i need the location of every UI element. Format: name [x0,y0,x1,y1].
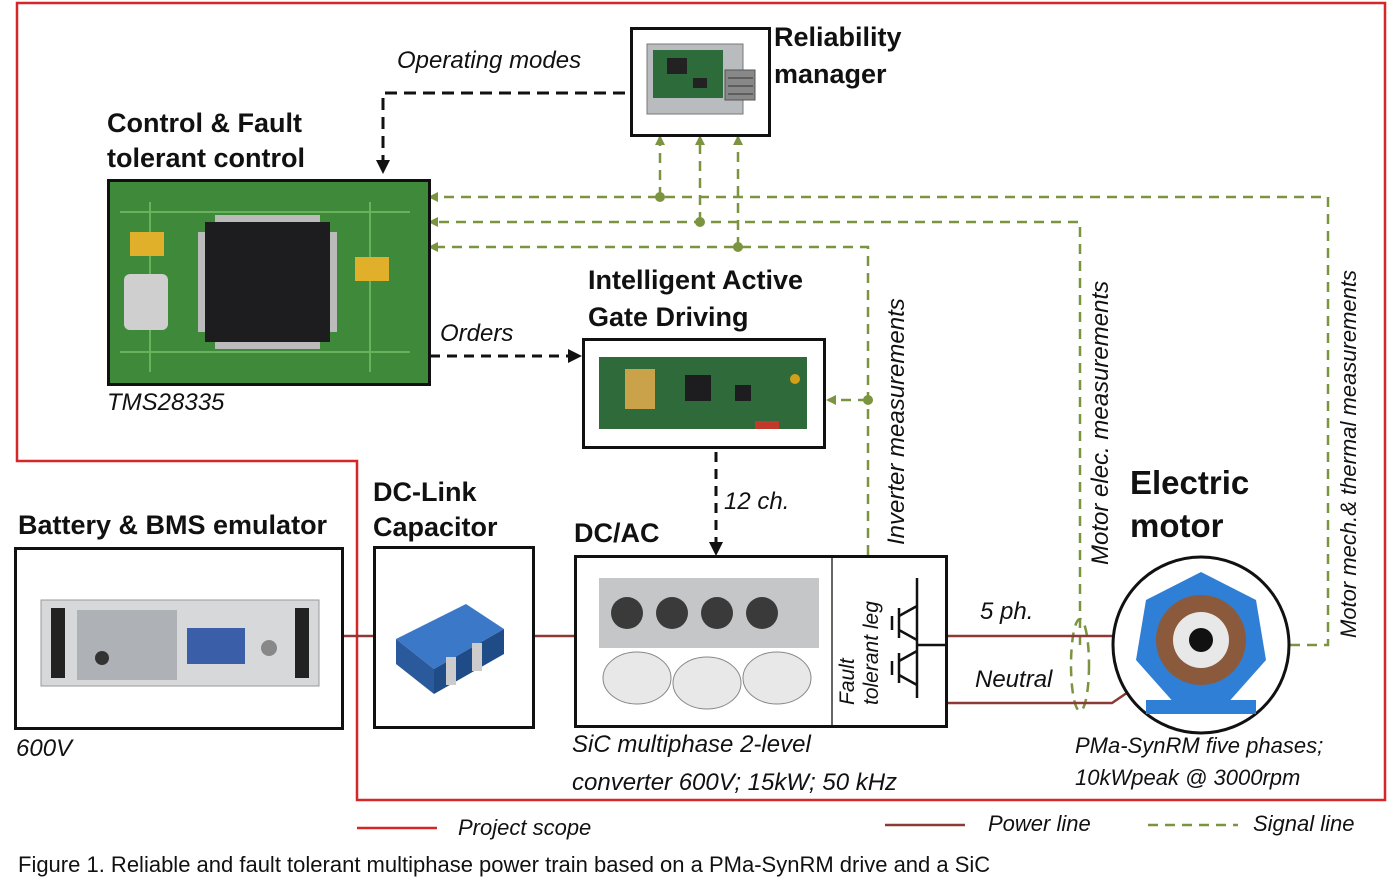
dcac-converter-box [574,555,948,728]
converter-caption-1: SiC multiphase 2-level [572,731,811,758]
project-scope-boundary [15,1,1387,802]
battery-emulator-image [40,599,320,687]
battery-voltage-label: 600V [16,735,73,762]
channels-label: 12 ch. [724,488,790,515]
junction-dot [863,395,873,405]
dclink-capacitor-box [373,546,535,729]
dclink-title-1: DC-Link [373,477,477,507]
reliability-manager-title-2: manager [774,59,887,89]
converter-image [599,558,945,725]
motor-elec-measurements-label: Motor elec. measurements [1087,280,1114,565]
neutral-label: Neutral [975,666,1053,693]
figure-caption-cut: Figure 1. Reliable and fault tolerant mu… [18,852,991,877]
tms-label: TMS28335 [107,389,225,416]
junction-dot [733,242,743,252]
motor-title-2: motor [1130,507,1224,544]
orders-label: Orders [440,320,514,347]
dsp-board-image [110,182,428,383]
capacitor-image [396,604,504,694]
dcac-title: DC/AC [574,518,660,548]
ecu-image [646,43,756,115]
converter-caption-2: converter 600V; 15kW; 50 kHz [572,769,898,796]
operating-modes-label: Operating modes [397,47,582,74]
gate-driver-image [599,357,807,429]
phases-label: 5 ph. [980,598,1034,625]
signal-inverter [428,242,870,555]
motor-caption-1: PMa-SynRM five phases; [1075,733,1324,758]
motor-title-1: Electric [1130,464,1250,501]
motor-mech-measurements-label: Motor mech.& thermal measurements [1336,269,1361,638]
electric-motor-image [1111,555,1291,735]
signal-motor-elec [428,217,1082,645]
control-board-box [107,179,431,386]
battery-emulator-box [14,547,344,730]
signal-motor-mech [428,192,1330,647]
reliability-manager-title-1: Reliability [774,22,902,52]
control-title-1: Control & Fault [107,108,302,138]
phase-current-sensor [1069,617,1091,713]
gate-driver-box [582,338,826,449]
inverter-measurements-label: Inverter measurements [883,298,910,545]
legend-project-scope: Project scope [458,815,592,840]
operating-modes-arrow [376,91,625,174]
legend-signal-line-label: Signal line [1253,811,1355,836]
legend-power-line-label: Power line [988,811,1091,836]
iagd-title-2: Gate Driving [588,302,749,332]
junction-dot [655,192,665,202]
motor-caption-2: 10kWpeak @ 3000rpm [1075,765,1301,790]
fault-leg-label-1: Fault [836,658,859,705]
battery-title: Battery & BMS emulator [18,510,328,540]
iagd-title-1: Intelligent Active [588,265,804,295]
control-title-2: tolerant control [107,143,306,173]
junction-dot [695,217,705,227]
fault-leg-label-2: tolerant leg [860,601,883,705]
dclink-title-2: Capacitor [373,512,498,542]
reliability-manager-box [630,27,771,137]
